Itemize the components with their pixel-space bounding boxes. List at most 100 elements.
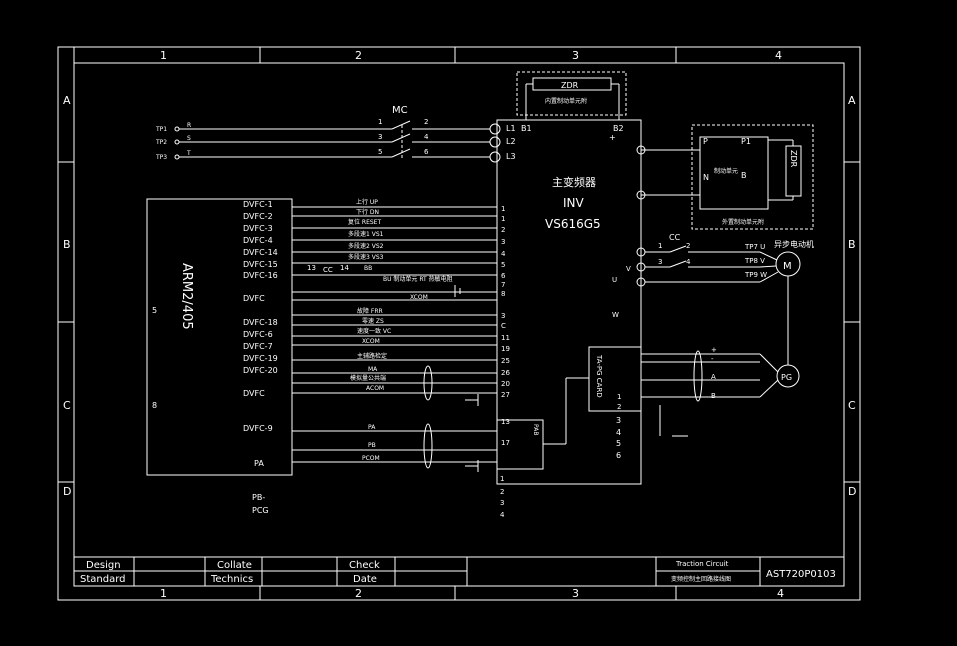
inverter-block: 主变频器 INV VS616G5 B1 B2 + ZDR 内置制动单元附 1 1… xyxy=(496,71,642,519)
wire-label-ma: MA xyxy=(368,366,378,373)
mc-left-3: 3 xyxy=(378,133,382,141)
wire-label-fault: 故障 FRR xyxy=(357,307,383,315)
inv-term-17: 17 xyxy=(501,439,510,447)
motor-cc-right-2: 2 xyxy=(686,242,690,250)
inv-in-term-3: 3 xyxy=(501,238,505,246)
plc-signal-14: DVFC xyxy=(243,389,265,398)
row-labels: A B C D A B C D xyxy=(63,94,856,498)
mains-tp2: TP2 xyxy=(155,139,167,146)
inverter-model: VS616G5 xyxy=(545,217,601,231)
check-label: Check xyxy=(349,560,380,571)
inv-term-13: 13 xyxy=(501,418,510,426)
plc-signal-16: PA xyxy=(254,459,264,468)
control-wires xyxy=(292,206,497,472)
motor-output: V CC 1 3 2 4 TP7 U TP8 V TP9 W 异步电动机 M xyxy=(626,233,814,365)
inv-in-term-8: 8 xyxy=(501,290,505,298)
inv-bottom-1: 1 xyxy=(500,475,504,483)
inv-in-term-1: 1 xyxy=(501,205,505,213)
wire-label-pcom: PCOM xyxy=(362,455,380,462)
col-label-top-4: 4 xyxy=(775,49,782,62)
inv-out-v: V xyxy=(626,265,631,273)
ext-brake-caption: 外置制动单元附 xyxy=(722,218,764,226)
wire-label-acom: ACOM xyxy=(366,385,384,392)
plc-pcg-label: PCG xyxy=(252,506,269,515)
brake-cc-label: CC xyxy=(323,266,333,274)
mc-right-2: 2 xyxy=(424,118,428,126)
title-english: Traction Circuit xyxy=(675,560,729,568)
brake-section: 13 CC 14 BU 制动单元 RT 热敏电阻 XCOM xyxy=(307,264,461,301)
inv-in-term-1b: 1 xyxy=(501,215,505,223)
mains-input: TP1 TP2 TP3 R S T MC 1 3 5 2 4 6 L1 L2 L… xyxy=(155,105,516,163)
motor-tp9: TP9 W xyxy=(744,271,767,279)
ext-brake-p: P xyxy=(703,137,708,146)
standard-label: Standard xyxy=(80,574,126,585)
brake-contact-14: 14 xyxy=(340,264,349,272)
wire-label-xcom: XCOM xyxy=(362,338,380,345)
pg-encoder-symbol: PG xyxy=(781,373,792,382)
plc-signal-11: DVFC-7 xyxy=(243,342,273,351)
col-label-top-3: 3 xyxy=(572,49,579,62)
plc-signal-7: DVFC-16 xyxy=(243,271,278,280)
col-label-top-1: 1 xyxy=(160,49,167,62)
plc-signal-13: DVFC-20 xyxy=(243,366,278,375)
wire-label-reset: 复位 RESET xyxy=(348,218,381,226)
ext-brake-zdr: ZDR xyxy=(789,150,798,168)
pg-under-5: 5 xyxy=(616,439,621,448)
plc-signal-6: DVFC-15 xyxy=(243,260,278,269)
inv-in-term-19: 19 xyxy=(501,345,510,353)
inv-out-w: W xyxy=(612,311,619,319)
pg-card-label: TA-PG CARD xyxy=(595,354,603,398)
design-label: Design xyxy=(86,560,121,571)
wire-label-vs2: 多段速2 VS2 xyxy=(348,242,384,250)
plc-block: ARM2/405 5 8 DVFC-1 DVFC-2 DVFC-3 DVFC-4… xyxy=(146,198,293,515)
plc-signal-4: DVFC-4 xyxy=(243,236,273,245)
row-label-right-b: B xyxy=(848,238,856,251)
plc-signal-5: DVFC-14 xyxy=(243,248,278,257)
row-label-left-b: B xyxy=(63,238,71,251)
column-labels-top: 1 2 3 4 xyxy=(160,49,782,62)
plc-signal-3: DVFC-3 xyxy=(243,224,273,233)
wire-label-pa: PA xyxy=(368,424,376,431)
pg-card: TA-PG CARD 1 2 3 4 5 6 + - A B PG xyxy=(588,346,800,460)
wire-label-vs1: 多段速1 VS1 xyxy=(348,230,384,238)
inv-in-term-2: 2 xyxy=(501,226,505,234)
technics-label: Technics xyxy=(210,574,253,585)
brake-unit-label: BU 制动单元 RT 热敏电阻 xyxy=(383,275,453,283)
mc-right-6: 6 xyxy=(424,148,429,156)
inverter-b2: B2 xyxy=(613,124,624,133)
inv-bottom-4: 4 xyxy=(500,511,505,519)
inv-in-term-5: 5 xyxy=(501,261,505,269)
pg-under-4: 4 xyxy=(616,428,621,437)
wire-label-up: 上行 UP xyxy=(356,198,378,206)
ext-brake-p1: P1 xyxy=(741,137,751,146)
plc-signal-9: DVFC-18 xyxy=(243,318,278,327)
brake-xcom-label: XCOM xyxy=(410,294,428,301)
inverter-chinese-label: 主变频器 xyxy=(552,175,596,189)
plc-signal-1: DVFC-1 xyxy=(243,200,273,209)
inverter-pab-label: PAB xyxy=(532,424,539,435)
plc-signal-12: DVFC-19 xyxy=(243,354,278,363)
motor-tp8: TP8 V xyxy=(744,257,765,265)
title-chinese: 变频控制主回路接线图 xyxy=(671,575,731,583)
row-label-right-d: D xyxy=(848,485,856,498)
row-label-right-a: A xyxy=(848,94,856,107)
wire-label-vc: 速度一致 VC xyxy=(357,327,391,335)
mains-mc-label: MC xyxy=(392,105,408,116)
pg-sig-minus: - xyxy=(711,355,714,363)
pg-sig-a: A xyxy=(711,373,716,381)
inverter-plus: + xyxy=(609,133,616,142)
mains-tp1: TP1 xyxy=(155,126,167,133)
inv-in-term-27: 27 xyxy=(501,391,510,399)
row-label-right-c: C xyxy=(848,399,856,412)
pg-sig-b: B xyxy=(711,392,716,400)
row-label-left-d: D xyxy=(63,485,71,498)
column-labels-bottom: 1 2 3 4 xyxy=(160,587,784,600)
pg-under-3: 3 xyxy=(616,416,621,425)
drawing-frame xyxy=(57,46,861,601)
date-label: Date xyxy=(353,574,377,585)
wire-label-analog-common: 模拟量公共端 xyxy=(350,374,386,382)
inv-in-term-25: 25 xyxy=(501,357,510,365)
inv-in-term-11: 11 xyxy=(501,334,510,342)
inv-term-l1: L1 xyxy=(506,124,516,133)
wire-labels: 上行 UP 下行 DN 复位 RESET 多段速1 VS1 多段速2 VS2 多… xyxy=(348,198,391,462)
